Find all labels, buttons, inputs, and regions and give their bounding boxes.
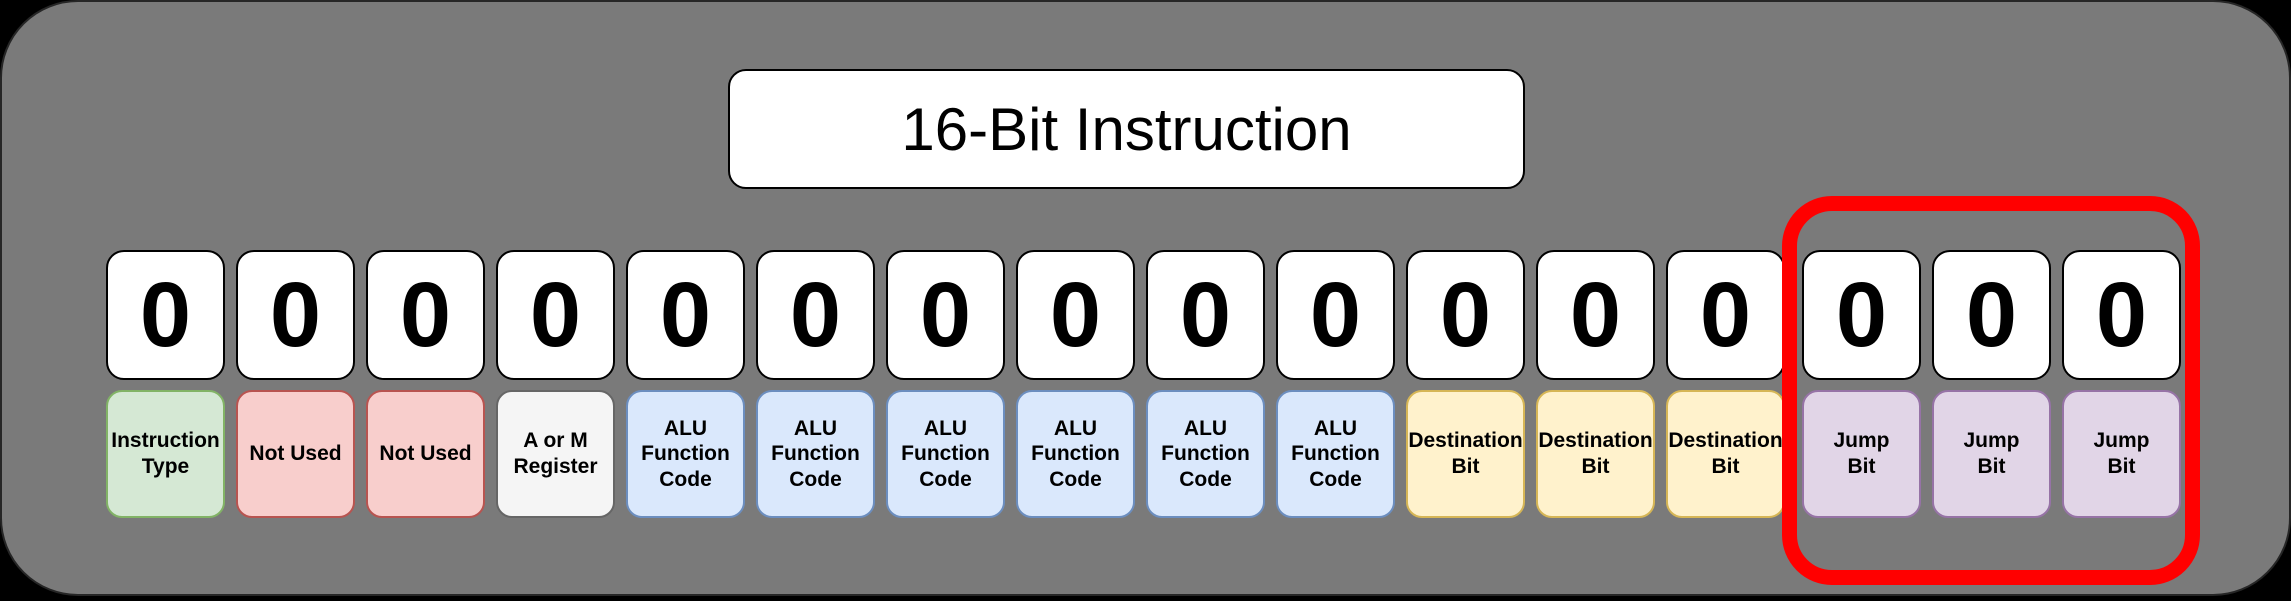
bit-column-3: 0 Not Used [366,250,485,518]
bit-column-16: 0 Jump Bit [2062,250,2181,518]
bit-label-text-7: ALU Function Code [901,416,990,491]
title-box: 16-Bit Instruction [728,69,1525,189]
bit-column-10: 0 ALU Function Code [1276,250,1395,518]
bit-value-box-6: 0 [756,250,875,380]
bit-label-9: ALU Function Code [1146,390,1265,518]
bit-value-7: 0 [919,264,972,366]
bit-value-2: 0 [269,264,322,366]
bit-column-14: 0 Jump Bit [1802,250,1921,518]
bit-label-text-13: Destination Bit [1668,429,1783,478]
bits-row: 0 Instruction Type 0 Not Used 0 Not Used… [106,250,2181,518]
bit-label-2: Not Used [236,390,355,518]
bit-value-box-5: 0 [626,250,745,380]
bit-column-9: 0 ALU Function Code [1146,250,1265,518]
bit-value-box-3: 0 [366,250,485,380]
bit-value-box-4: 0 [496,250,615,380]
bit-value-16: 0 [2095,264,2148,366]
bit-label-text-1: Instruction Type [111,429,220,478]
bit-value-box-14: 0 [1802,250,1921,380]
bit-label-1: Instruction Type [106,390,225,518]
bit-label-16: Jump Bit [2062,390,2181,518]
bit-column-2: 0 Not Used [236,250,355,518]
bit-column-7: 0 ALU Function Code [886,250,1005,518]
bit-label-15: Jump Bit [1932,390,2051,518]
bit-column-6: 0 ALU Function Code [756,250,875,518]
bit-value-box-11: 0 [1406,250,1525,380]
bit-value-6: 0 [789,264,842,366]
bit-label-12: Destination Bit [1536,390,1655,518]
bit-value-box-9: 0 [1146,250,1265,380]
bit-column-13: 0 Destination Bit [1666,250,1785,518]
bit-label-5: ALU Function Code [626,390,745,518]
bit-label-text-9: ALU Function Code [1161,416,1250,491]
bit-value-box-10: 0 [1276,250,1395,380]
bit-label-text-12: Destination Bit [1538,429,1653,478]
bit-label-text-15: Jump Bit [1963,429,2020,478]
bit-column-12: 0 Destination Bit [1536,250,1655,518]
bit-column-11: 0 Destination Bit [1406,250,1525,518]
bit-column-4: 0 A or M Register [496,250,615,518]
bit-value-box-16: 0 [2062,250,2181,380]
bit-label-13: Destination Bit [1666,390,1785,518]
bit-value-5: 0 [659,264,712,366]
bit-label-11: Destination Bit [1406,390,1525,518]
bit-label-text-6: ALU Function Code [771,416,860,491]
bit-value-10: 0 [1309,264,1362,366]
bit-label-6: ALU Function Code [756,390,875,518]
bit-value-box-8: 0 [1016,250,1135,380]
page-title: 16-Bit Instruction [901,95,1352,163]
bit-label-text-3: Not Used [379,442,472,466]
bit-label-text-10: ALU Function Code [1291,416,1380,491]
bit-value-9: 0 [1179,264,1232,366]
bit-label-4: A or M Register [496,390,615,518]
bit-column-1: 0 Instruction Type [106,250,225,518]
bit-label-text-11: Destination Bit [1408,429,1523,478]
bit-value-box-7: 0 [886,250,1005,380]
bit-value-14: 0 [1835,264,1888,366]
bit-value-1: 0 [139,264,192,366]
bit-value-4: 0 [529,264,582,366]
bit-label-text-2: Not Used [249,442,342,466]
bit-value-box-12: 0 [1536,250,1655,380]
bit-value-box-15: 0 [1932,250,2051,380]
bit-label-text-16: Jump Bit [2093,429,2150,478]
bit-value-11: 0 [1439,264,1492,366]
bit-label-text-8: ALU Function Code [1031,416,1120,491]
bit-column-15: 0 Jump Bit [1932,250,2051,518]
bit-column-5: 0 ALU Function Code [626,250,745,518]
bit-label-8: ALU Function Code [1016,390,1135,518]
bit-value-15: 0 [1965,264,2018,366]
bit-label-3: Not Used [366,390,485,518]
bit-value-3: 0 [399,264,452,366]
bit-value-box-2: 0 [236,250,355,380]
bit-label-7: ALU Function Code [886,390,1005,518]
bit-value-box-13: 0 [1666,250,1785,380]
bit-label-text-5: ALU Function Code [641,416,730,491]
bit-label-text-14: Jump Bit [1833,429,1890,478]
bit-label-text-4: A or M Register [513,429,598,478]
bit-label-14: Jump Bit [1802,390,1921,518]
bit-label-10: ALU Function Code [1276,390,1395,518]
bit-value-12: 0 [1569,264,1622,366]
bit-value-8: 0 [1049,264,1102,366]
bit-value-box-1: 0 [106,250,225,380]
bit-value-13: 0 [1699,264,1752,366]
bit-column-8: 0 ALU Function Code [1016,250,1135,518]
